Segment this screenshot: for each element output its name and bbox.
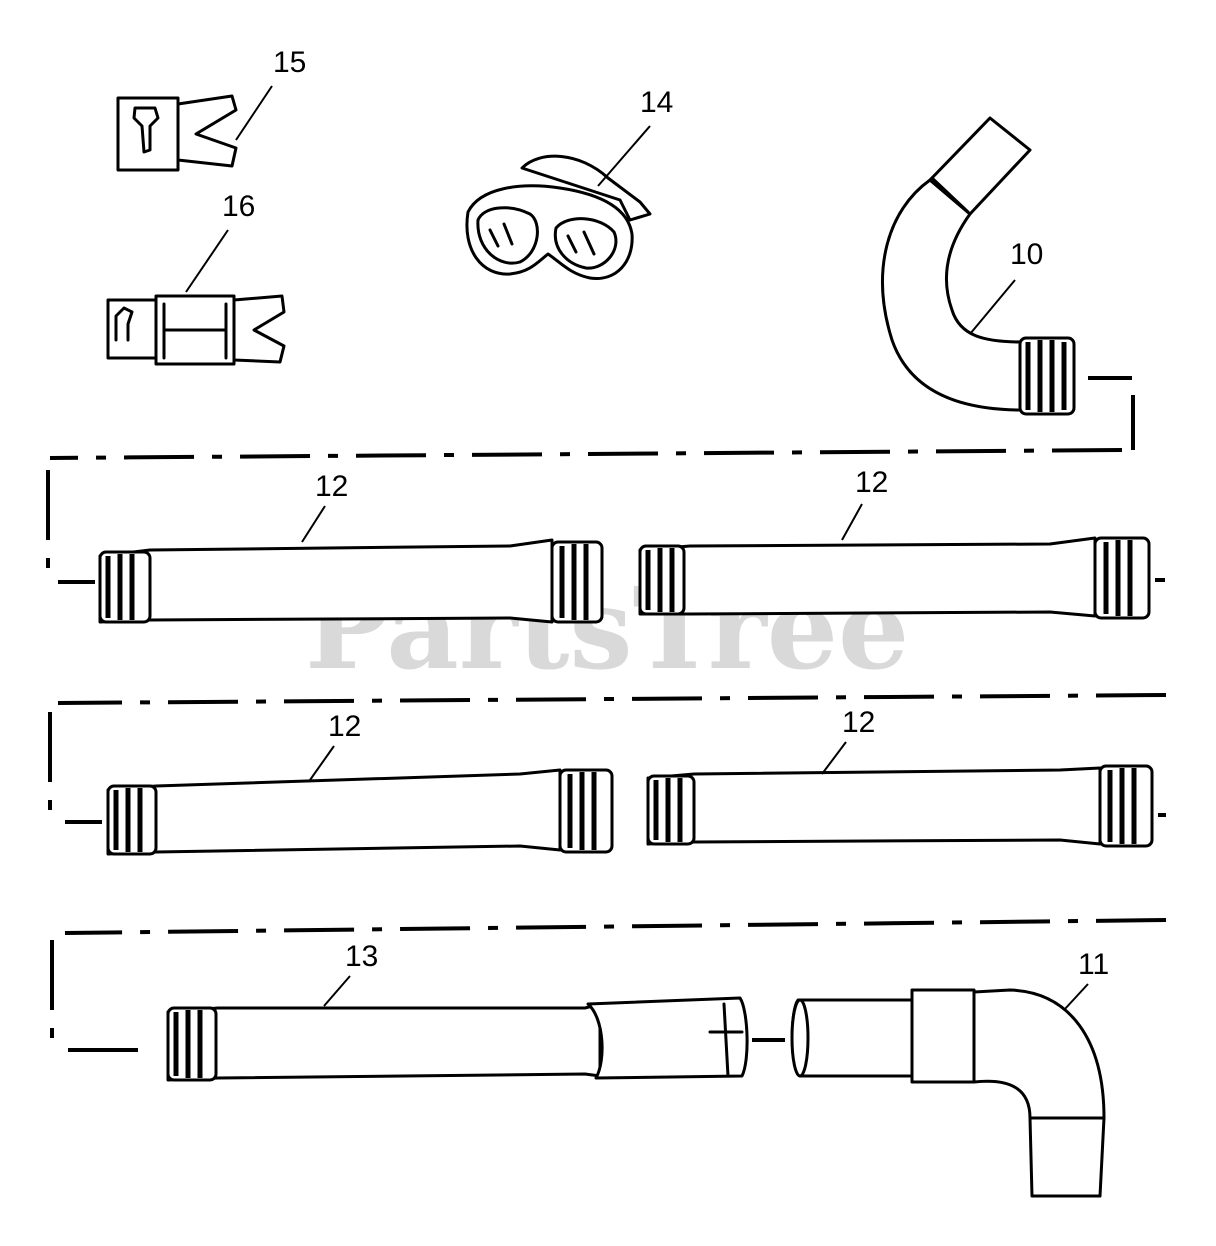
leader-lines — [185, 85, 1089, 1011]
part-10-elbow — [881, 178, 1024, 412]
callout-16: 16 — [222, 190, 255, 223]
leader-12c — [309, 745, 335, 781]
callout-12d: 12 — [842, 706, 875, 739]
part-16-clip — [106, 294, 286, 366]
assembly-line-2 — [48, 578, 1167, 824]
leader-12b — [841, 503, 863, 541]
leader-10 — [969, 279, 1016, 335]
part-14-left-lens — [476, 206, 539, 265]
part-12-tube-a — [98, 538, 604, 624]
part-10-thread — [1018, 336, 1076, 416]
leader-12d — [821, 741, 847, 775]
callouts: 15 16 14 10 12 12 12 12 13 11 — [222, 46, 1109, 981]
callout-15: 15 — [273, 46, 306, 79]
part-14-goggles — [465, 154, 652, 280]
leader-14 — [597, 125, 651, 187]
callout-11: 11 — [1078, 948, 1109, 981]
part-16-body — [106, 298, 158, 360]
part-13-lower-tube — [166, 996, 749, 1082]
part-16-prongs — [232, 294, 286, 364]
part-11-inlet — [790, 998, 914, 1078]
callout-14: 14 — [640, 86, 673, 119]
part-12-tube-b — [638, 536, 1151, 620]
part-14-right-lens — [553, 217, 618, 270]
callout-12a: 12 — [315, 470, 348, 503]
callout-12b: 12 — [855, 466, 888, 499]
leader-13 — [323, 975, 351, 1007]
leader-15 — [235, 85, 273, 141]
part-15-prongs — [176, 94, 238, 168]
part-14-strap — [520, 154, 652, 222]
assembly-lines — [46, 376, 1167, 1052]
callout-12c: 12 — [328, 710, 361, 743]
part-11-bend — [972, 988, 1106, 1120]
part-11-outlet — [1028, 1116, 1106, 1198]
callout-10: 10 — [1010, 238, 1043, 271]
part-10-bent-tube — [881, 116, 1076, 416]
part-11-elbow-nozzle — [790, 988, 1106, 1198]
part-12-tube-c — [106, 768, 614, 856]
part-11-collar — [910, 988, 976, 1084]
callout-13: 13 — [345, 940, 378, 973]
leader-11 — [1063, 983, 1089, 1011]
assembly-line-1 — [46, 376, 1135, 584]
leader-16 — [185, 229, 229, 293]
leader-12a — [301, 505, 326, 543]
part-15-clip — [116, 94, 238, 172]
part-12-tube-d — [646, 764, 1154, 848]
assembly-line-3 — [50, 813, 1167, 1052]
